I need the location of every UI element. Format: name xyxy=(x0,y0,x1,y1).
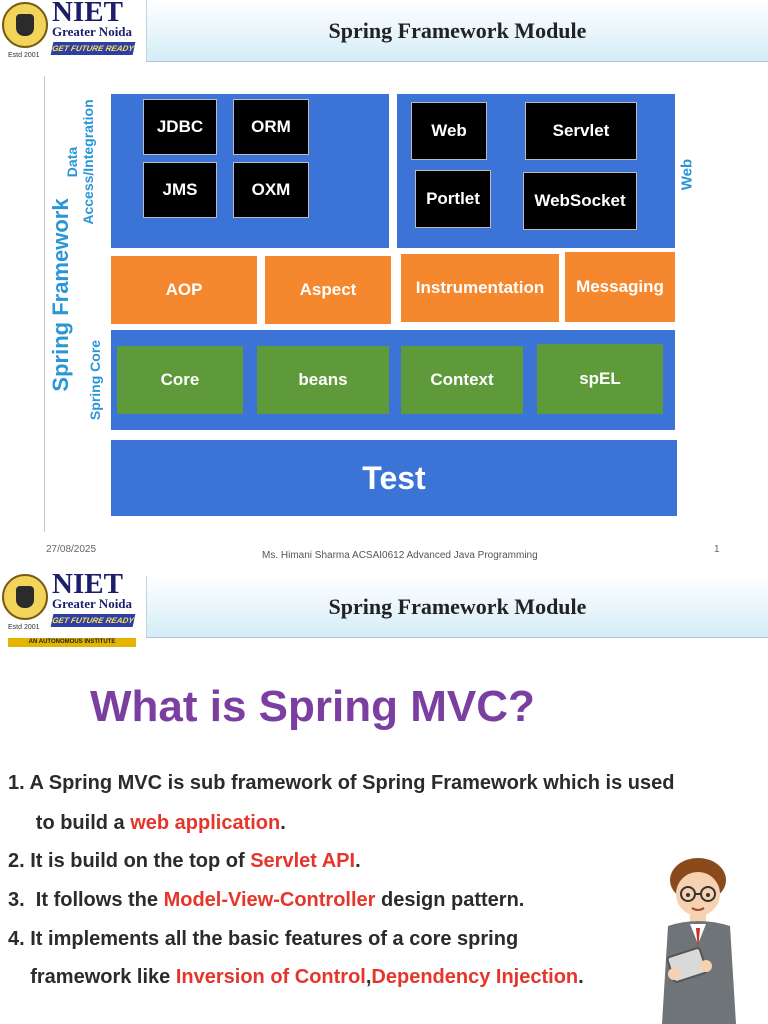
text: 1. A Spring MVC is sub framework of Spri… xyxy=(8,772,675,794)
logo-city: Greater Noida xyxy=(52,596,133,611)
page-title: Spring Framework Module xyxy=(328,594,587,619)
slide-heading: What is Spring MVC? xyxy=(90,682,535,731)
highlight: Servlet API xyxy=(250,850,356,872)
logo-estd: Estd 2001 xyxy=(8,52,40,59)
text: to build a xyxy=(8,812,131,834)
module-orm: ORM xyxy=(233,99,309,155)
module-jms: JMS xyxy=(143,162,217,218)
point-4-line-1: 4. It implements all the basic features … xyxy=(8,928,518,951)
logo-tagline: GET FUTURE READY xyxy=(50,42,136,55)
module-websocket: WebSocket xyxy=(523,172,637,230)
footer-text: Ms. Himani Sharma ACSAI0612 Advanced Jav… xyxy=(262,550,538,561)
module-aop: AOP xyxy=(111,256,257,324)
label-data-line2: Access/Integration xyxy=(80,99,96,225)
point-1-line-2: to build a web application. xyxy=(8,812,286,835)
text: framework like xyxy=(8,966,176,988)
module-instrumentation: Instrumentation xyxy=(401,254,559,322)
module-messaging: Messaging xyxy=(565,252,675,322)
text: . xyxy=(355,850,361,872)
text: 3. It follows the xyxy=(8,889,164,911)
logo-subtitle: AN AUTONOMOUS INSTITUTE xyxy=(8,638,136,647)
highlight: Dependency Injection xyxy=(371,966,579,988)
point-4-line-2: framework like Inversion of Control,Depe… xyxy=(8,966,584,989)
point-3: 3. It follows the Model-View-Controller … xyxy=(8,889,524,912)
label-spring-core: Spring Core xyxy=(87,339,103,421)
institute-seal-icon xyxy=(2,574,48,620)
text: 2. It is build on the top of xyxy=(8,850,251,872)
header-bar: Spring Framework Module xyxy=(146,576,768,638)
niet-logo: Estd 2001 NIET Greater Noida GET FUTURE … xyxy=(2,572,136,647)
module-context: Context xyxy=(401,346,523,414)
point-1-line-1: 1. A Spring MVC is sub framework of Spri… xyxy=(8,772,674,795)
module-aspect: Aspect xyxy=(265,256,391,324)
highlight: web application xyxy=(130,812,281,834)
niet-logo: Estd 2001 NIET Greater Noida GET FUTURE … xyxy=(2,0,136,62)
logo-estd: Estd 2001 xyxy=(8,624,40,631)
logo-city: Greater Noida xyxy=(52,24,133,39)
highlight: Model-View-Controller xyxy=(163,889,376,911)
page-title: Spring Framework Module xyxy=(328,18,587,43)
header-bar: Spring Framework Module xyxy=(146,0,768,62)
label-data-line1: Data xyxy=(64,146,80,178)
module-jdbc: JDBC xyxy=(143,99,217,155)
spring-framework-diagram: Spring Framework Data Access/Integration… xyxy=(44,76,696,532)
logo-name: NIET xyxy=(52,0,123,28)
module-oxm: OXM xyxy=(233,162,309,218)
footer-date: 27/08/2025 xyxy=(46,544,97,555)
module-web: Web xyxy=(411,102,487,160)
slide-spring-framework-diagram: Estd 2001 NIET Greater Noida GET FUTURE … xyxy=(2,0,768,561)
module-core: Core xyxy=(117,346,243,414)
highlight: Inversion of Control xyxy=(175,966,366,988)
text: design pattern. xyxy=(375,889,525,911)
text: . xyxy=(578,966,584,988)
footer-page-number: 1 xyxy=(714,544,720,555)
text: . xyxy=(280,812,286,834)
label-web: Web xyxy=(678,158,696,191)
module-beans: beans xyxy=(257,346,389,414)
logo-name: NIET xyxy=(52,572,123,600)
point-2: 2. It is build on the top of Servlet API… xyxy=(8,850,361,873)
module-spel: spEL xyxy=(537,344,663,414)
logo-tagline: GET FUTURE READY xyxy=(50,614,136,627)
module-test: Test xyxy=(111,440,677,516)
text: , xyxy=(365,966,372,988)
text: 4. It implements all the basic features … xyxy=(8,928,519,950)
slide-what-is-spring-mvc: Estd 2001 NIET Greater Noida GET FUTURE … xyxy=(0,572,768,1024)
module-servlet: Servlet xyxy=(525,102,637,160)
label-data-access: Data Access/Integration xyxy=(64,87,96,237)
cartoon-teacher-illustration xyxy=(662,858,736,1024)
module-portlet: Portlet xyxy=(415,170,491,228)
institute-seal-icon xyxy=(2,2,48,48)
